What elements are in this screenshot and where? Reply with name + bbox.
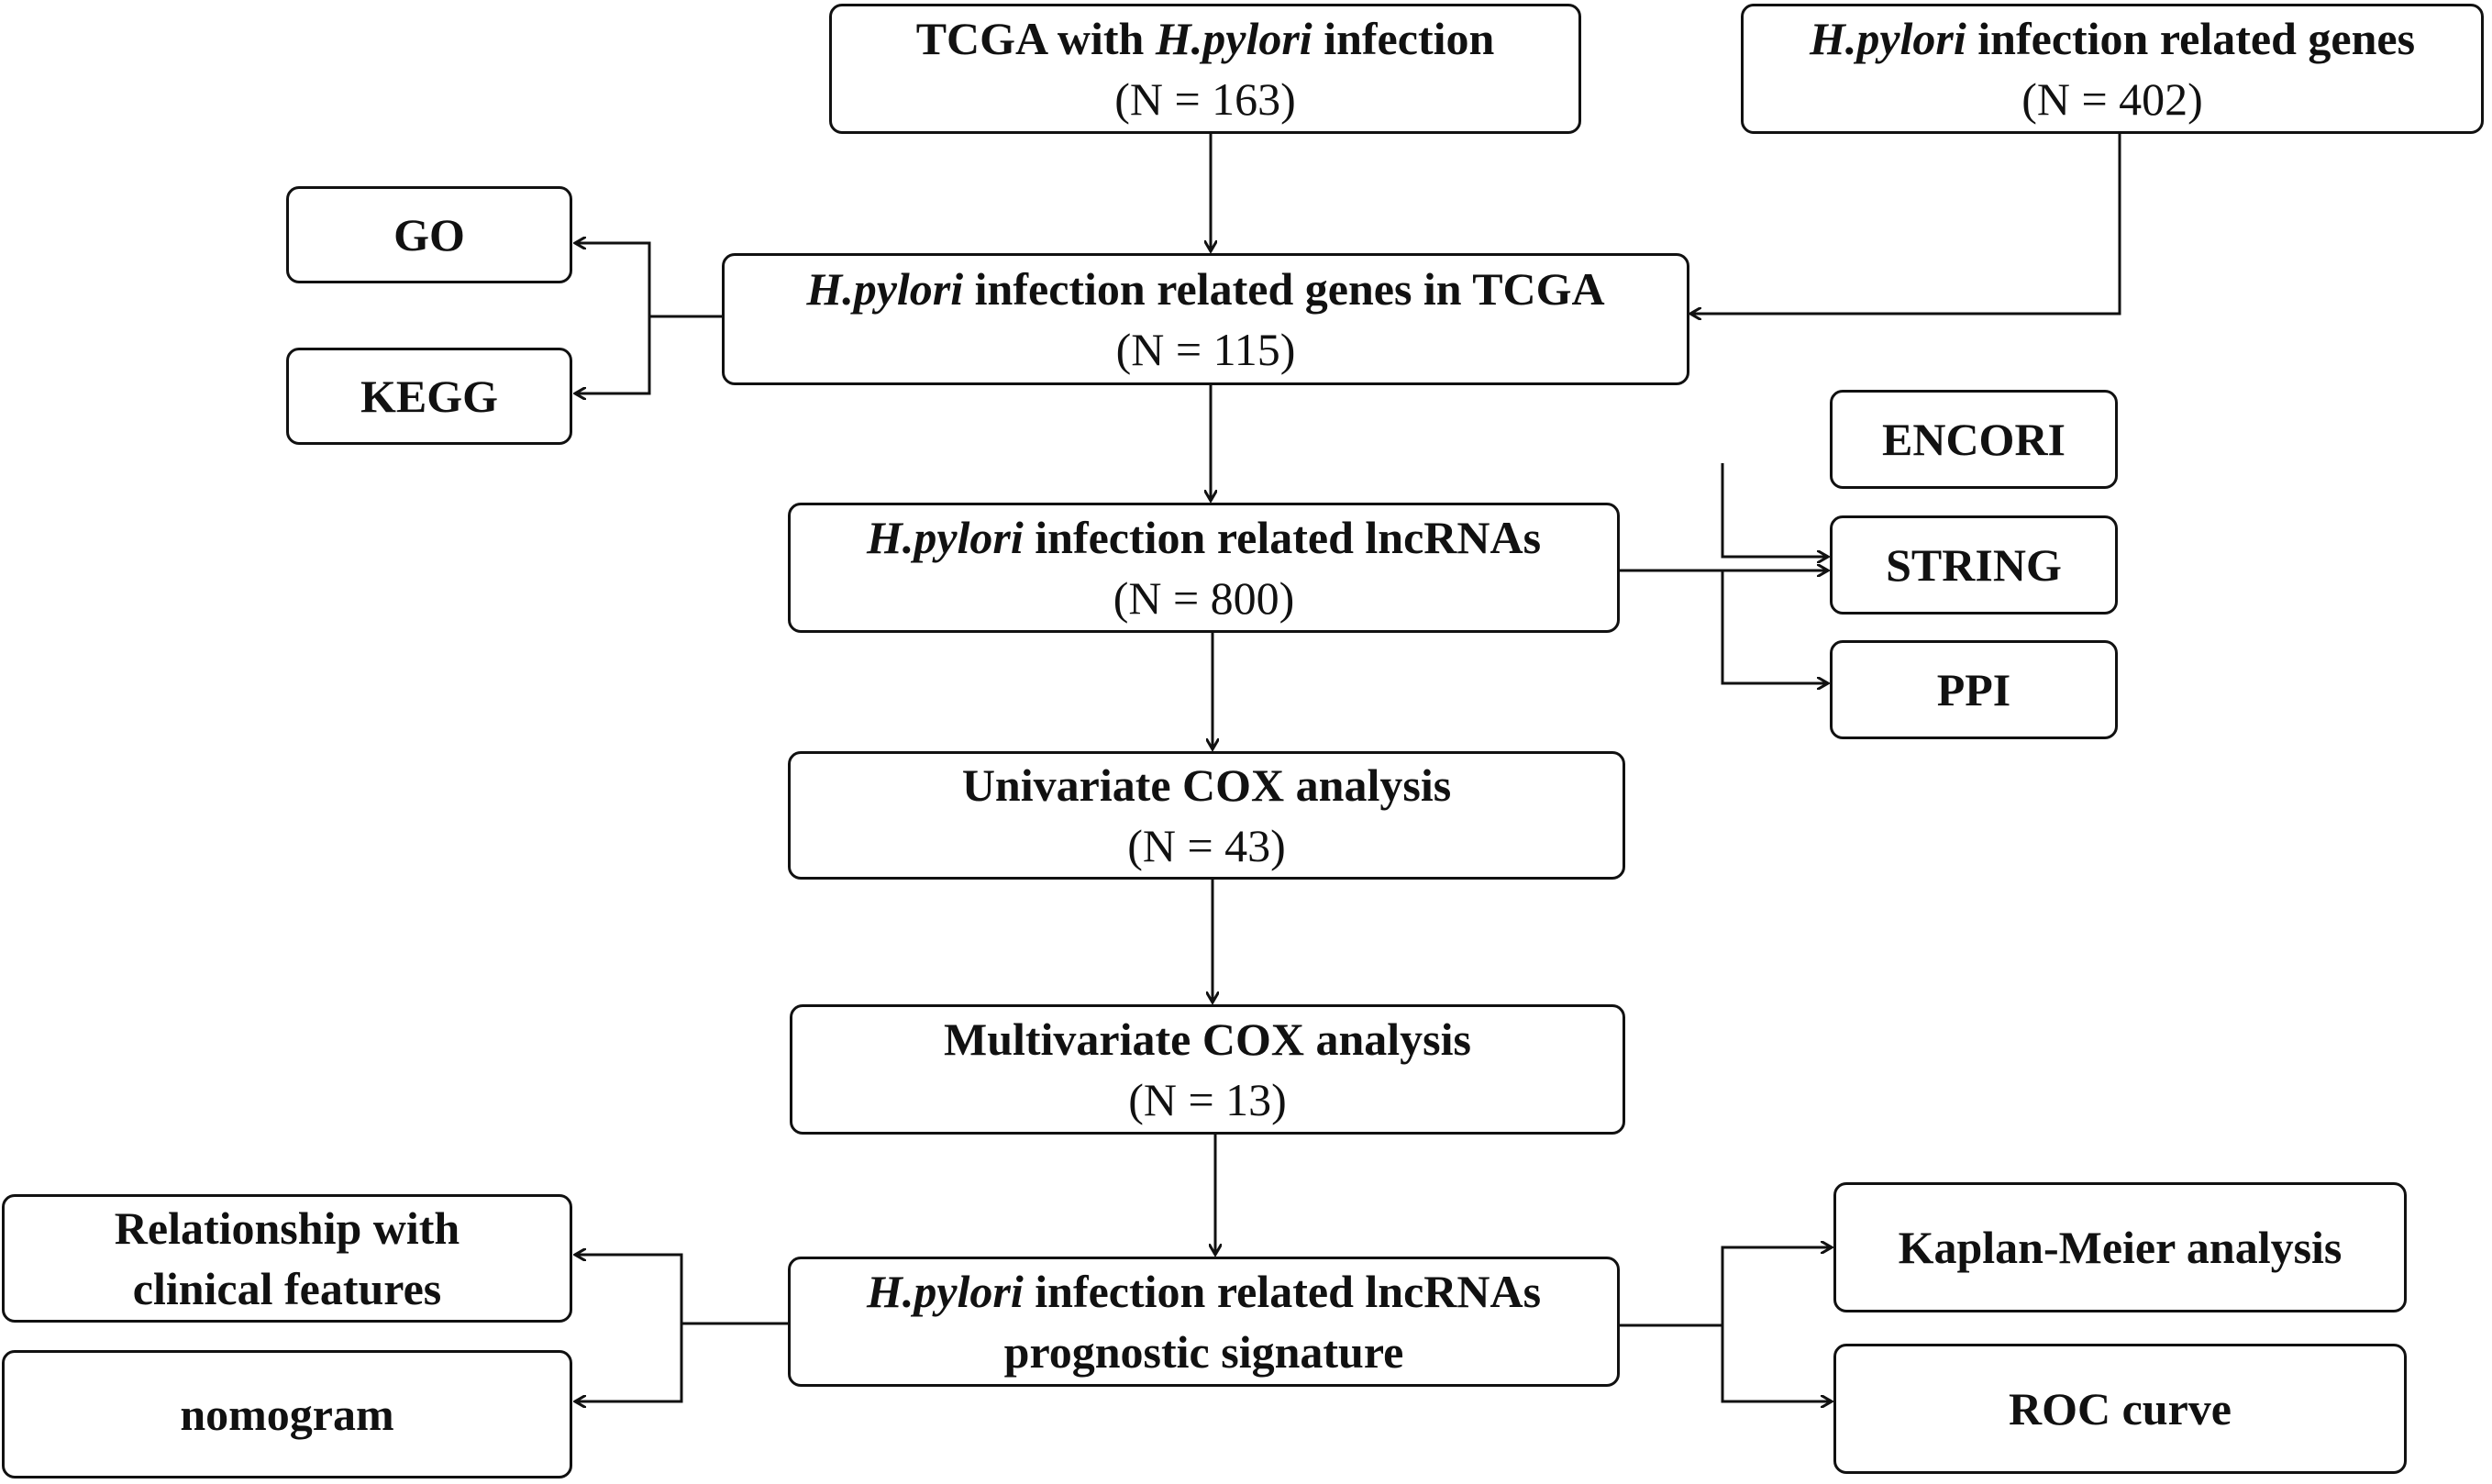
clinical-features-line2: clinical features: [132, 1263, 442, 1314]
tcga-cohort-count: (N = 163): [1114, 73, 1296, 125]
roc-curve-box: ROC curve: [1833, 1344, 2407, 1474]
encori-box: ENCORI: [1830, 390, 2118, 489]
arrow-signature-to-clinical: [575, 1255, 788, 1325]
string-box: STRING: [1830, 515, 2118, 615]
go-label: GO: [393, 209, 465, 260]
nomogram-box: nomogram: [2, 1350, 572, 1478]
kegg-label: KEGG: [360, 371, 499, 422]
tcga-cohort-organism: H.pylori: [1155, 13, 1312, 64]
related-lncrnas-title: H.pylori infection related lncRNAs: [867, 507, 1541, 568]
related-genes-tcga-box: H.pylori infection related genes in TCGA…: [722, 253, 1689, 385]
tcga-cohort-title: TCGA with H.pylori infection: [916, 8, 1495, 69]
arrow-genes-tcga-to-kegg: [575, 316, 651, 393]
prognostic-signature-box: H.pylori infection related lncRNAs progn…: [788, 1257, 1620, 1387]
arrow-lncrnas-to-encori: [1721, 463, 1828, 557]
arrow-genes-to-genes-tcga: [1690, 133, 2121, 314]
kegg-box: KEGG: [286, 348, 572, 445]
arrow-lncrnas-to-ppi: [1721, 570, 1828, 683]
related-genes-count: (N = 402): [2021, 73, 2203, 125]
arrow-signature-to-roc: [1721, 1325, 1832, 1401]
prognostic-signature-subtitle: prognostic signature: [1003, 1326, 1404, 1378]
prognostic-signature-suffix: infection related lncRNAs: [1023, 1266, 1542, 1317]
encori-label: ENCORI: [1881, 414, 2066, 465]
kaplan-meier-label: Kaplan-Meier analysis: [1898, 1222, 2342, 1273]
related-genes-tcga-organism: H.pylori: [806, 263, 964, 315]
related-genes-box: H.pylori infection related genes (N = 40…: [1741, 4, 2484, 134]
tcga-cohort-box: TCGA with H.pylori infection (N = 163): [829, 4, 1581, 134]
multivariate-cox-label: Multivariate COX analysis: [944, 1013, 1471, 1065]
string-label: STRING: [1886, 539, 2062, 591]
prognostic-signature-title: H.pylori infection related lncRNAs: [867, 1261, 1541, 1322]
go-box: GO: [286, 186, 572, 283]
multivariate-cox-box: Multivariate COX analysis (N = 13): [790, 1004, 1625, 1135]
tcga-cohort-suffix: infection: [1312, 13, 1495, 64]
related-genes-organism: H.pylori: [1809, 13, 1966, 64]
tcga-cohort-prefix: TCGA with: [915, 13, 1156, 64]
related-genes-tcga-count: (N = 115): [1115, 324, 1296, 375]
related-genes-tcga-title: H.pylori infection related genes in TCGA: [806, 259, 1604, 319]
univariate-cox-count: (N = 43): [1127, 820, 1286, 871]
related-lncrnas-suffix: infection related lncRNAs: [1023, 512, 1542, 563]
related-lncrnas-box: H.pylori infection related lncRNAs (N = …: [788, 503, 1620, 633]
related-genes-suffix: infection related genes: [1966, 13, 2416, 64]
related-genes-title: H.pylori infection related genes: [1810, 8, 2415, 69]
related-lncrnas-count: (N = 800): [1113, 572, 1295, 624]
clinical-features-box: Relationship with clinical features: [2, 1194, 572, 1323]
arrow-genes-tcga-to-go: [575, 243, 722, 318]
ppi-box: PPI: [1830, 640, 2118, 739]
roc-curve-label: ROC curve: [2009, 1383, 2232, 1434]
clinical-features-line1: Relationship with: [114, 1202, 460, 1254]
univariate-cox-label: Univariate COX analysis: [961, 759, 1452, 811]
kaplan-meier-box: Kaplan-Meier analysis: [1833, 1182, 2407, 1312]
nomogram-label: nomogram: [180, 1389, 394, 1440]
prognostic-signature-organism: H.pylori: [866, 1266, 1024, 1317]
related-genes-tcga-suffix: infection related genes in TCGA: [963, 263, 1605, 315]
related-lncrnas-organism: H.pylori: [866, 512, 1024, 563]
arrow-signature-to-kaplan: [1620, 1247, 1832, 1327]
multivariate-cox-count: (N = 13): [1128, 1074, 1287, 1125]
univariate-cox-box: Univariate COX analysis (N = 43): [788, 751, 1625, 880]
ppi-label: PPI: [1936, 664, 2011, 715]
arrow-signature-to-nomogram: [575, 1323, 683, 1401]
